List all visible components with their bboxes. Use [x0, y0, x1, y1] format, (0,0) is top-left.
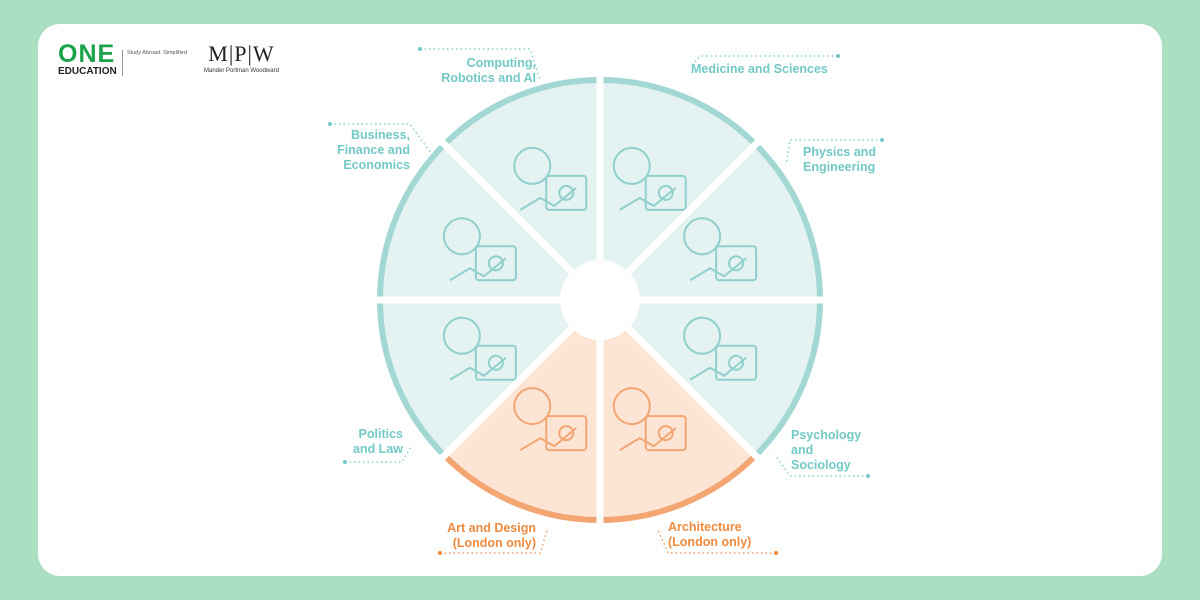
leader-dot-7 — [774, 551, 778, 555]
mpw-name: Mander Portman Woodward — [204, 68, 279, 74]
mpw-mark: M|P|W — [208, 41, 275, 66]
sector-arc-0 — [599, 77, 758, 147]
leader-line-5 — [774, 454, 868, 477]
center-hub — [560, 260, 640, 340]
sector-arc-5 — [377, 299, 447, 458]
leader-dot-6 — [438, 551, 442, 555]
sector-arc-4 — [442, 453, 601, 523]
label-art: Art and Design(London only) — [447, 521, 536, 550]
leader-dot-4 — [343, 460, 347, 464]
leader-dot-1 — [836, 54, 840, 58]
leader-dot-3 — [880, 138, 884, 142]
logo-sub: EDUCATION — [58, 66, 117, 77]
leader-dot-5 — [866, 474, 870, 478]
leader-line-0 — [420, 48, 541, 81]
scales-handshake-icon — [442, 316, 517, 381]
sector-6 — [378, 143, 600, 300]
label-architecture: Architecture(London only) — [668, 520, 752, 549]
dna-microscope-stethoscope-icon — [612, 146, 687, 211]
leader-dot-0 — [418, 47, 422, 51]
sector-4 — [443, 300, 600, 522]
label-computing: Computing,Robotics and AI — [441, 56, 536, 85]
house-blueprint-ruler-icon — [612, 387, 687, 452]
leader-line-7 — [657, 529, 776, 554]
globe-chart-banknote-icon — [442, 217, 517, 282]
mpw-logo: M|P|W Mander Portman Woodward — [204, 41, 279, 75]
palette-painting-icon — [513, 387, 588, 452]
atom-gears-pi-icon — [683, 217, 758, 282]
logo-tagline: Study Abroad. Simplified — [122, 50, 187, 76]
sector-arc-7 — [442, 77, 601, 147]
sector-2 — [600, 300, 822, 457]
logo-word: ONE — [58, 40, 116, 68]
leader-line-3 — [785, 139, 882, 166]
head-puzzle-lightbulb-icon — [683, 316, 758, 381]
sector-5 — [378, 300, 600, 457]
sector-arc-1 — [753, 142, 823, 301]
sector-3 — [600, 300, 757, 522]
leader-line-4 — [345, 444, 413, 463]
leader-line-6 — [440, 527, 549, 554]
label-medicine: Medicine and Sciences — [691, 62, 828, 76]
sector-arc-3 — [599, 453, 758, 523]
leader-dot-2 — [328, 122, 332, 126]
robot-arm-cloud-icon — [513, 146, 588, 211]
sector-7 — [443, 78, 600, 300]
leader-line-1 — [689, 55, 838, 69]
sector-0 — [600, 78, 757, 300]
sector-arc-2 — [753, 299, 823, 458]
sector-arc-6 — [377, 142, 447, 301]
one-education-logo: ONE EDUCATION Study Abroad. Simplified — [58, 40, 187, 78]
